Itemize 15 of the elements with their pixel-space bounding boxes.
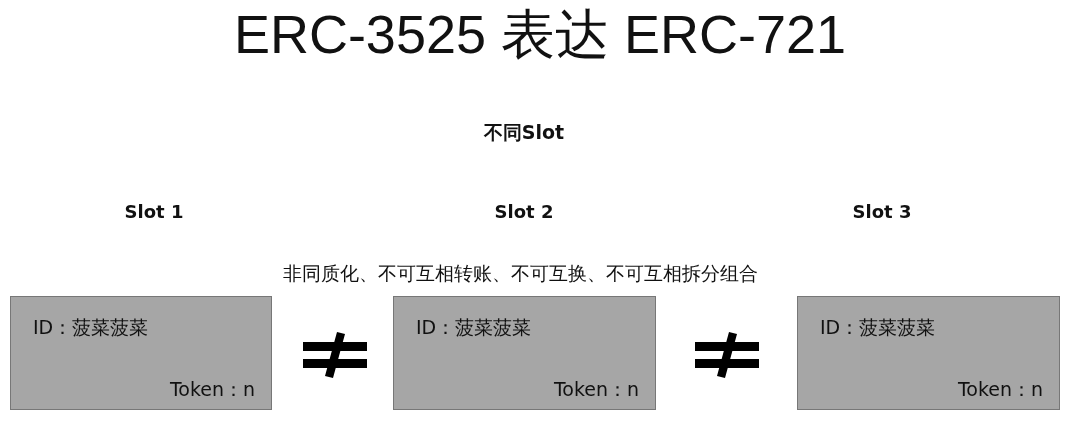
token-box (797, 296, 1060, 410)
text-label: Slot 3 (852, 200, 912, 224)
text-label: 不同Slot (483, 120, 565, 145)
token-box (10, 296, 272, 410)
id-text: ID：菠菜菠菜 (33, 315, 149, 340)
title: ERC-3525 表达 ERC-721 (232, 3, 848, 66)
token-text: Token：n (957, 376, 1043, 402)
token-text: Token：n (553, 376, 639, 402)
token-text: Token：n (169, 376, 255, 402)
id-text: ID：菠菜菠菜 (820, 315, 936, 340)
text-label: Slot 2 (494, 200, 554, 224)
token-box (393, 296, 656, 410)
id-text: ID：菠菜菠菜 (416, 315, 532, 340)
text-label: 非同质化、不可互相转账、不可互换、不可互相拆分组合 (282, 261, 758, 286)
text-label: Slot 1 (124, 200, 184, 224)
